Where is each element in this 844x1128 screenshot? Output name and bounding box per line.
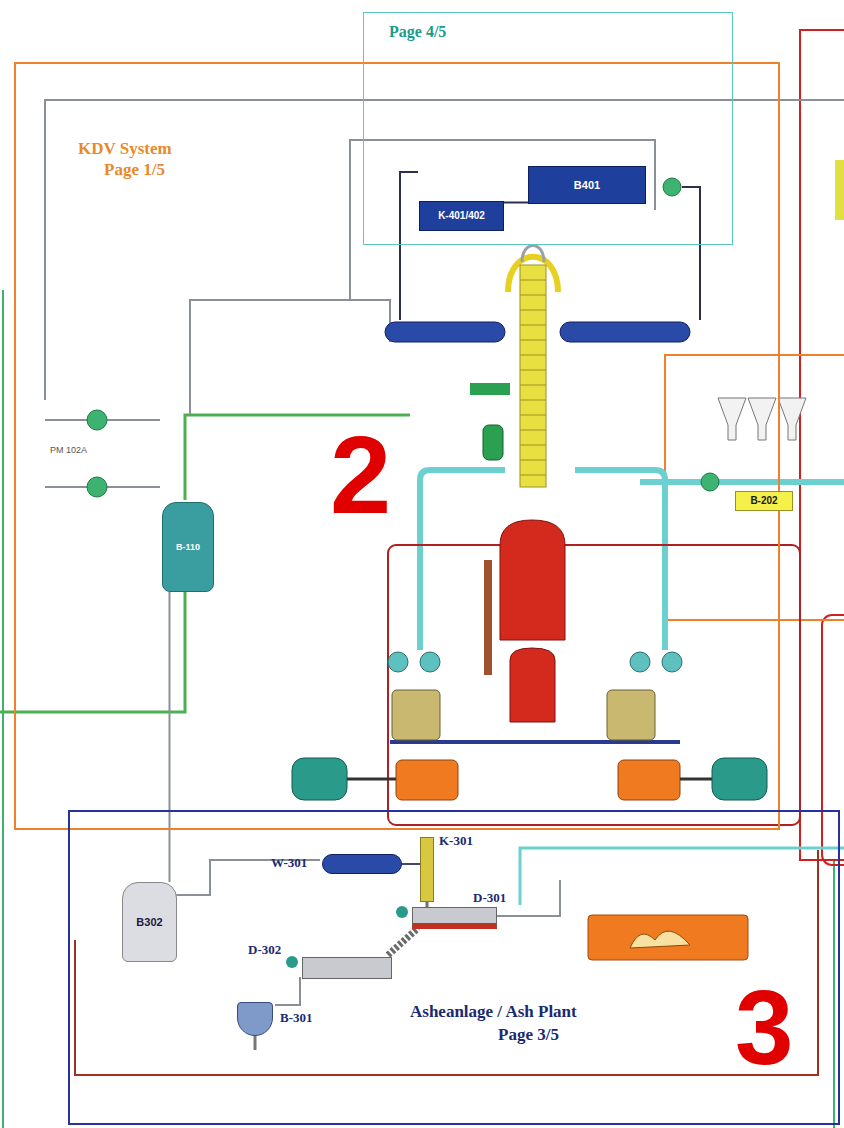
pump-tag: PM 102A — [50, 446, 87, 455]
node-label: K-401/402 — [438, 210, 485, 222]
node-label: D-301 — [473, 891, 506, 906]
pipe-connector — [169, 592, 171, 882]
vessel: B302 — [122, 882, 177, 962]
mixer-vessel — [607, 690, 655, 740]
callout-number: 2 — [330, 420, 391, 530]
pipe — [388, 545, 800, 825]
heating-rod — [484, 560, 492, 675]
pump-symbol — [701, 473, 719, 491]
motor-symbol — [286, 956, 298, 968]
condenser — [385, 322, 505, 342]
pump — [618, 760, 680, 800]
pipe — [420, 470, 505, 650]
dryer-drum: D-302 — [302, 957, 392, 979]
motor — [712, 758, 767, 800]
small-tank — [483, 425, 503, 460]
motor-symbol — [396, 906, 408, 918]
system-region: KDV SystemPage 1/5B-110 — [14, 62, 780, 830]
red-region — [822, 615, 844, 865]
dryer-drum: D-301 — [412, 907, 497, 929]
pump-symbol — [87, 477, 107, 497]
node-label: B302 — [136, 916, 162, 929]
yellow-bar — [835, 160, 844, 220]
column: K-301 — [420, 837, 434, 902]
column-trays — [520, 280, 546, 475]
pipe — [575, 470, 665, 650]
reactor — [500, 520, 565, 640]
pump-symbol — [663, 178, 681, 196]
pipe — [45, 100, 844, 400]
hopper — [718, 398, 806, 440]
node-label: Asheanlage / Ash Plant — [410, 1002, 577, 1022]
motor-symbol — [630, 652, 650, 672]
vessel: B-110 — [162, 502, 214, 592]
heater-box — [588, 915, 748, 960]
pipe — [390, 740, 680, 744]
pipe — [520, 848, 844, 905]
pipe — [275, 977, 300, 1005]
motor-symbol — [662, 652, 682, 672]
pipe — [640, 479, 844, 485]
pipe — [350, 140, 655, 300]
cyclone-outlet — [254, 1034, 257, 1050]
screw-conveyor — [388, 928, 418, 955]
pipe — [45, 420, 160, 487]
cyclone: B-301 — [237, 1002, 273, 1036]
pipe-connector — [504, 202, 528, 204]
orange-region — [665, 355, 844, 620]
tag-box: B-202 — [735, 491, 793, 511]
condenser — [560, 322, 690, 342]
plant-region: Asheanlage / Ash PlantPage 3/5 W-301 K-301… — [68, 810, 840, 1125]
node-label: K-301 — [439, 834, 473, 849]
page-region: Page 4/5B401K-401/402 — [363, 12, 733, 245]
reactor — [510, 648, 555, 722]
tank-box: B401 — [528, 166, 646, 204]
pipe — [400, 172, 418, 320]
tank-box: K-401/402 — [419, 201, 504, 231]
valve-cluster — [470, 383, 510, 395]
callout-number: 3 — [735, 975, 793, 1080]
motor-symbol — [388, 652, 408, 672]
column-head — [522, 246, 544, 263]
flame-icon — [630, 931, 690, 948]
pipe — [0, 590, 185, 712]
node-label: B401 — [574, 179, 600, 192]
pipe-connector — [402, 863, 420, 865]
green-border-line — [833, 860, 835, 1128]
pipe — [190, 300, 390, 415]
pump-symbol — [87, 410, 107, 430]
shaft — [347, 778, 712, 781]
pipe — [682, 187, 700, 320]
node-label: KDV System — [78, 139, 172, 159]
distillation-column — [520, 265, 546, 487]
mixer-vessel — [392, 690, 440, 740]
node-label: Page 4/5 — [389, 23, 446, 41]
motor-symbol — [420, 652, 440, 672]
pump — [396, 760, 458, 800]
node-label: B-202 — [750, 495, 777, 507]
motor — [292, 758, 347, 800]
green-border-line — [2, 290, 4, 1128]
pipe — [75, 850, 818, 1075]
node-label: B-301 — [280, 1011, 313, 1026]
node-label: B-110 — [176, 542, 200, 552]
node-label: W-301 — [271, 856, 307, 871]
node-label: D-302 — [248, 943, 281, 958]
node-label: Page 1/5 — [104, 160, 165, 180]
condenser: W-301 — [322, 854, 402, 874]
node-label: Page 3/5 — [498, 1025, 559, 1045]
